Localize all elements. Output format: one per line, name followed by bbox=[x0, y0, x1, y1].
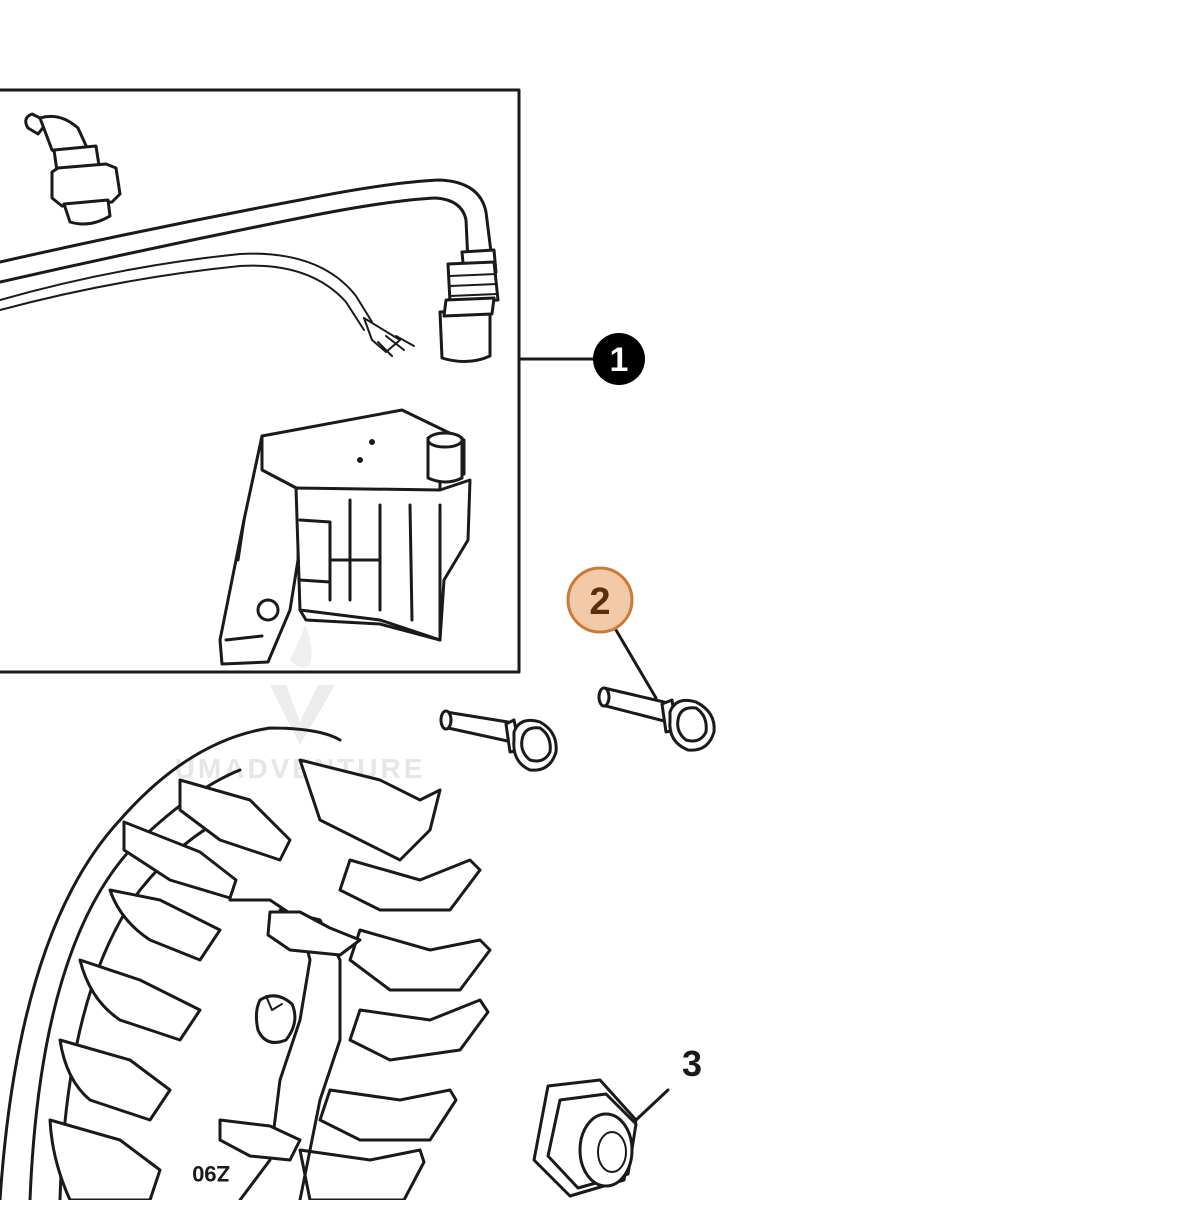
high-tension-lead bbox=[0, 178, 500, 363]
flywheel: Z90 bbox=[0, 726, 492, 1202]
callout-1-number: 1 bbox=[610, 341, 629, 379]
coil-module bbox=[218, 408, 472, 666]
flywheel-nut bbox=[532, 1078, 670, 1198]
callout-3-leader bbox=[634, 1088, 670, 1122]
coil-frame bbox=[0, 88, 521, 674]
callout-2-number: 2 bbox=[589, 581, 610, 623]
callout-3[interactable]: 3 bbox=[682, 1043, 702, 1084]
watermark-logo: UMADVENTURE bbox=[175, 625, 426, 784]
callout-2[interactable]: 2 bbox=[566, 566, 634, 634]
watermark-text: UMADVENTURE bbox=[175, 753, 426, 784]
flywheel-marking: Z90 bbox=[192, 1161, 230, 1186]
spark-plug-boot bbox=[24, 112, 122, 226]
callout-1[interactable]: 1 bbox=[593, 333, 645, 385]
mounting-bolt-right bbox=[597, 628, 716, 752]
ignition-coil-group bbox=[0, 88, 596, 674]
ground-wire bbox=[0, 252, 415, 357]
callout-3-number: 3 bbox=[682, 1043, 702, 1084]
callout-2-leader bbox=[614, 628, 658, 700]
mounting-bolt-left bbox=[439, 709, 558, 772]
